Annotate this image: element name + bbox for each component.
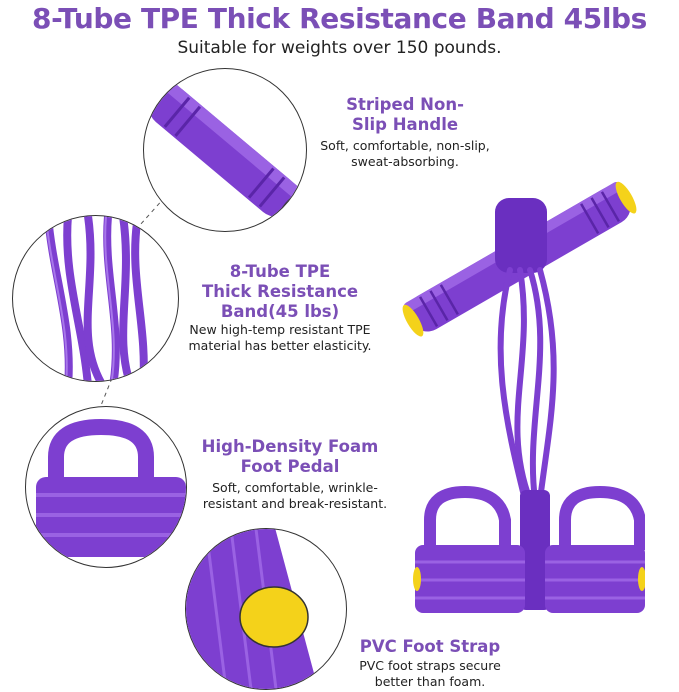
handle-closeup-circle [143,68,307,232]
foot-strap-closeup-icon [186,529,316,689]
feature-1-desc-line-2: sweat-absorbing. [351,154,459,169]
feature-1-desc: Soft, comfortable, non-slip, sweat-absor… [305,138,505,170]
feature-4-desc-line-1: PVC foot straps secure [359,658,501,673]
feature-3-title-line-1: High-Density Foam [201,437,379,456]
product-photo-icon [402,181,645,613]
feature-1-desc-line-1: Soft, comfortable, non-slip, [320,138,490,153]
feature-4-desc: PVC foot straps secure better than foam. [335,658,525,690]
page-title: 8-Tube TPE Thick Resistance Band 45lbs [32,2,647,35]
feature-2-title-line-1: 8-Tube TPE [229,262,331,281]
feature-1-title-line-2: Slip Handle [351,115,459,134]
feature-4-title-line-1: PVC Foot Strap [359,637,501,656]
feature-3-title-line-2: Foot Pedal [240,457,340,476]
feature-2-title-line-2: Thick Resistance [201,282,359,301]
tubes-closeup-circle [12,215,179,382]
feature-1-title: Striped Non- Slip Handle [320,95,490,135]
feature-1-title-line-1: Striped Non- [346,95,464,114]
feature-2-title: 8-Tube TPE Thick Resistance Band(45 lbs) [190,262,370,322]
feature-4-title: PVC Foot Strap [340,637,520,657]
handle-closeup-icon [148,79,306,227]
product-photo [395,120,645,620]
feature-2-title-line-3: Band(45 lbs) [220,302,340,321]
foot-pedal-closeup-icon [36,418,186,557]
feature-3-title: High-Density Foam Foot Pedal [185,437,395,477]
feature-2-desc-line-1: New high-temp resistant TPE [189,322,371,337]
feature-3-desc-line-1: Soft, comfortable, wrinkle- [212,480,378,495]
feature-4-desc-line-2: better than foam. [374,674,486,689]
foot-strap-closeup-circle [185,528,347,690]
page-subtitle: Suitable for weights over 150 pounds. [177,38,502,58]
tubes-closeup-icon [44,216,148,381]
feature-3-desc-line-2: resistant and break-resistant. [202,496,388,511]
feature-3-desc: Soft, comfortable, wrinkle- resistant an… [190,480,400,512]
foot-pedal-closeup-circle [25,406,187,568]
feature-2-desc: New high-temp resistant TPE material has… [175,322,385,354]
feature-2-desc-line-2: material has better elasticity. [188,338,372,353]
